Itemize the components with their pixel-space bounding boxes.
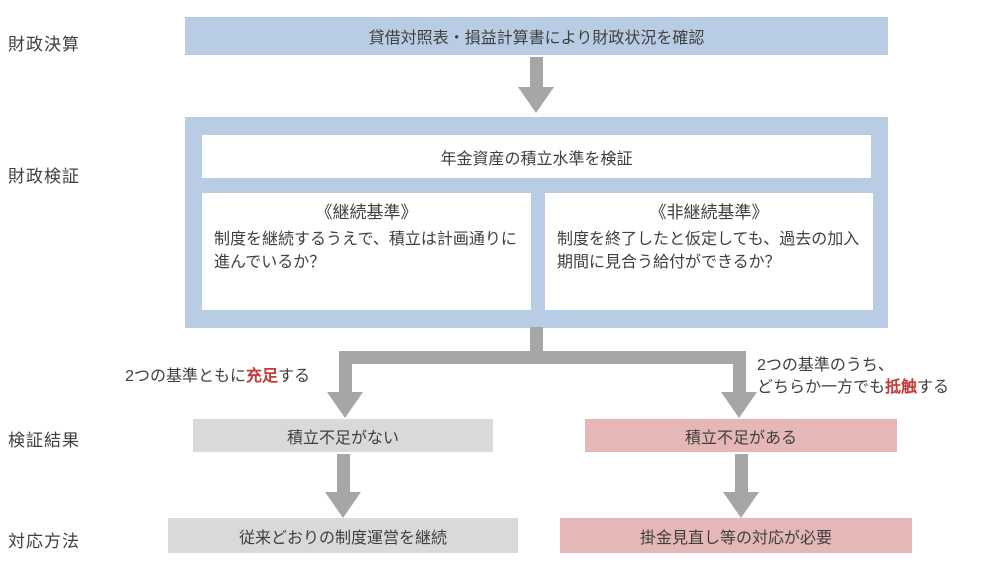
continuation-body: 制度を継続するうえで、積立は計画通りに進んでいるか？	[214, 230, 517, 271]
row-label-verification: 財政検証	[8, 167, 80, 186]
result-shortfall-box: 積立不足がある	[585, 419, 897, 452]
arrow-down-1-stem	[530, 57, 543, 88]
arrow-left-result-stem	[337, 454, 350, 493]
continuation-criteria-box: 《継続基準》 制度を継続するうえで、積立は計画通りに進んでいるか？	[202, 193, 531, 310]
non-continuation-body: 制度を終了したと仮定しても、過去の加入期間に見合う給付ができるか？	[557, 230, 860, 271]
branch-right-line1: 2つの基準のうち、	[757, 357, 894, 374]
branch-left-arrowhead	[327, 392, 363, 418]
action-revise-box: 掛金見直し等の対応が必要	[560, 518, 912, 553]
arrow-left-result-head	[325, 492, 361, 518]
branch-right-stem	[733, 351, 746, 393]
branch-left-pre: 2つの基準ともに	[125, 368, 246, 385]
branch-label-violate: 2つの基準のうち、 どちらか一方でも抵触する	[757, 355, 993, 400]
non-continuation-title: 《非継続基準》	[649, 203, 769, 222]
non-continuation-criteria-box: 《非継続基準》 制度を終了したと仮定しても、過去の加入期間に見合う給付ができるか…	[545, 193, 873, 310]
settlement-box: 貸借対照表・損益計算書により財政状況を確認	[185, 17, 888, 55]
verification-header-box: 年金資産の積立水準を検証	[202, 135, 871, 178]
row-label-settlement: 財政決算	[8, 35, 80, 54]
action-continue-box: 従来どおりの制度運営を継続	[168, 518, 518, 553]
branch-right-arrowhead	[721, 392, 757, 418]
branch-left-post: する	[277, 368, 310, 385]
result-no-shortfall-box: 積立不足がない	[193, 419, 493, 452]
continuation-title: 《継続基準》	[315, 203, 418, 222]
branch-right-pre: どちらか一方でも	[757, 379, 886, 397]
branch-connector-stem	[530, 327, 543, 358]
arrow-right-result-head	[723, 492, 759, 518]
branch-label-satisfy: 2つの基準ともに充足する	[60, 366, 310, 388]
branch-left-stem	[339, 351, 352, 393]
branch-left-highlight: 充足	[245, 368, 278, 385]
arrow-right-result-stem	[735, 454, 748, 493]
row-label-result: 検証結果	[8, 431, 80, 450]
verification-container: 年金資産の積立水準を検証 《継続基準》 制度を継続するうえで、積立は計画通りに進…	[185, 117, 888, 328]
row-label-action: 対応方法	[8, 532, 80, 551]
branch-right-highlight: 抵触	[885, 379, 918, 397]
arrow-down-1-head	[518, 87, 554, 113]
branch-right-post: する	[917, 379, 950, 397]
branch-connector-bar	[339, 351, 745, 364]
